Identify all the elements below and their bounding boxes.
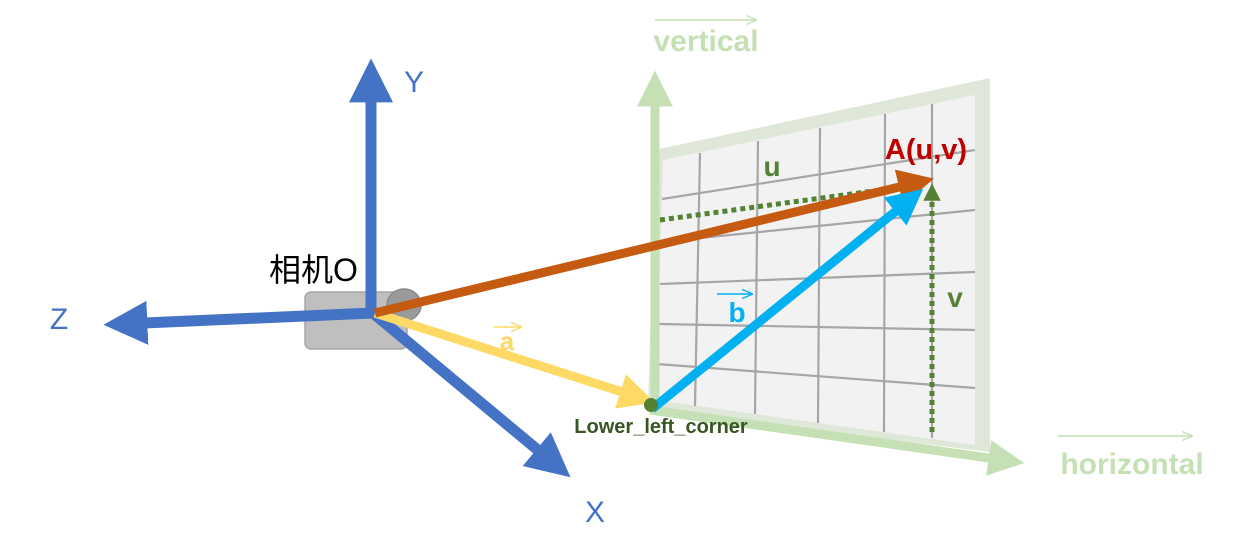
camera-to-a-ray: [373, 169, 935, 318]
u-label: u: [763, 151, 780, 182]
z-axis-arrow: [103, 300, 374, 345]
vertical-label: vertical: [653, 25, 758, 58]
horizontal-label: horizontal: [1060, 448, 1203, 481]
x-axis-arrow: [369, 308, 571, 478]
y-axis-label: Y: [404, 66, 424, 99]
vector-a-label: a: [500, 326, 515, 356]
lower-left-corner-label: Lower_left_corner: [574, 416, 748, 438]
vector-b-label: b: [728, 297, 745, 328]
camera-icon: [304, 288, 422, 350]
x-axis-label: X: [585, 496, 605, 529]
point-a-label: A(u,v): [885, 134, 967, 166]
lower-left-corner-dot: [644, 398, 658, 412]
vector-b-arrow: [649, 188, 924, 413]
z-axis-label: Z: [50, 303, 68, 336]
v-label: v: [947, 282, 963, 313]
vector-a-arrow: [373, 308, 655, 409]
horizontal-axis-arrow: [649, 405, 1025, 476]
camera-label: 相机O: [269, 252, 358, 288]
